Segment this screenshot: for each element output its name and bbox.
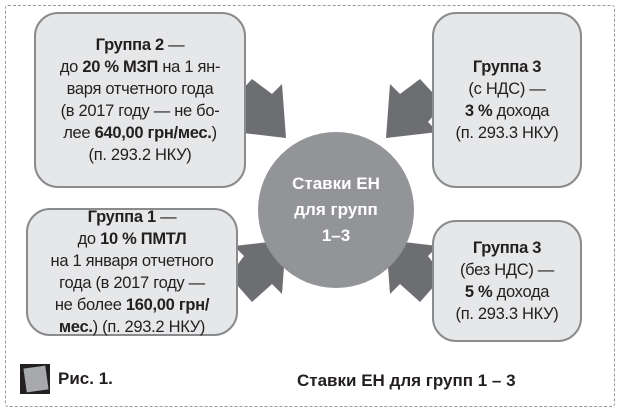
box-group-3-vat: Группа 3 (с НДС) — 3 % дохода (п. 293.3 … [432, 12, 582, 188]
text: на 1 ян- [158, 58, 221, 76]
text: мес. [58, 318, 93, 336]
group3-title: Группа 3 [472, 239, 542, 257]
figure-title: Ставки ЕН для групп 1 – 3 [297, 371, 516, 390]
group1-title: Группа 1 [87, 208, 157, 226]
dash: — [163, 36, 185, 54]
arrow-top-right [386, 79, 443, 138]
reference: (п. 293.3 НКУ) [455, 305, 559, 323]
text: лее [63, 124, 95, 142]
figure-label: Рис. 1. [58, 369, 113, 388]
text: (в 2017 году — не бо- [60, 102, 220, 120]
text: (без НДС) — [459, 261, 554, 279]
dash: — [155, 208, 177, 226]
center-circle: Ставки ЕН для групп 1–3 [258, 132, 414, 288]
rate: 5 % [464, 283, 493, 301]
center-text: 1–3 [321, 226, 351, 245]
group3-title: Группа 3 [472, 58, 542, 76]
text: дохода [492, 283, 550, 301]
arrow-bottom-right [386, 240, 443, 302]
reference: (п. 293.3 НКУ) [455, 124, 559, 142]
rate: 20 % МЗП [82, 58, 159, 76]
box-group-1: Группа 1 — до 10 % ПМТЛ на 1 января отче… [26, 208, 238, 336]
text: на 1 января отчетного [50, 252, 214, 270]
center-text: Ставки ЕН [292, 174, 380, 193]
text: не более [54, 296, 126, 314]
text: дохода [492, 102, 550, 120]
reference: (п. 293.2 НКУ) [88, 146, 192, 164]
group2-title: Группа 2 [95, 36, 165, 54]
reference: ) (п. 293.2 НКУ) [92, 318, 206, 336]
figure-icon [20, 364, 50, 394]
text: (с НДС) — [468, 80, 546, 98]
text: до [59, 58, 83, 76]
amount: 640,00 грн/мес. [94, 124, 212, 142]
text: года (в 2017 году — [59, 274, 205, 292]
wavy-border [5, 5, 615, 407]
text: ) [211, 124, 218, 142]
text: до [77, 230, 101, 248]
rate: 10 % ПМТЛ [100, 230, 187, 248]
center-text: для групп [294, 200, 378, 219]
amount: 160,00 грн/ [125, 296, 210, 314]
text: варя отчетного года [66, 80, 214, 98]
box-group-3-no-vat: Группа 3 (без НДС) — 5 % дохода (п. 293.… [432, 220, 582, 342]
box-group-2: Группа 2 — до 20 % МЗП на 1 ян- варя отч… [34, 12, 246, 188]
rate: 3 % [464, 102, 493, 120]
